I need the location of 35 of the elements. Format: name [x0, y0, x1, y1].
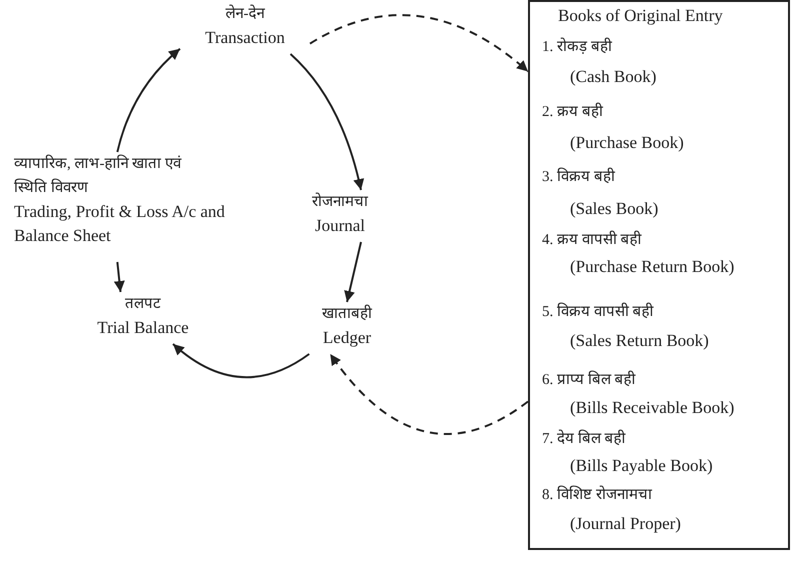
- list-item: (Sales Return Book): [570, 330, 709, 352]
- list-item: 5. विक्रय वापसी बही: [542, 302, 654, 322]
- list-item: (Sales Book): [570, 198, 658, 220]
- list-item: (Cash Book): [570, 66, 656, 88]
- step-label: लेन-देन: [224, 4, 266, 24]
- arrow: [172, 343, 310, 378]
- step-label: खाताबही: [321, 304, 374, 324]
- list-item: 4. क्रय वापसी बही: [542, 230, 642, 250]
- list-item: (Purchase Return Book): [570, 256, 734, 278]
- arrow: [290, 53, 364, 190]
- arrow: [344, 242, 362, 302]
- step-label: Journal: [314, 215, 366, 237]
- list-item: 8. विशिष्ट रोजनामचा: [542, 484, 652, 505]
- list-item: 6. प्राप्य बिल बही: [542, 370, 636, 390]
- dashed-arrow: [310, 14, 529, 72]
- list-item: (Bills Payable Book): [570, 455, 713, 477]
- dashed-arrow: [329, 353, 529, 435]
- step-label: Trial Balance: [96, 317, 190, 339]
- box-heading: Books of Original Entry: [558, 5, 723, 27]
- list-item: 3. विक्रय बही: [542, 166, 615, 187]
- list-item: 1. रोकड़ बही: [542, 36, 612, 57]
- arrow: [114, 262, 125, 292]
- step-label: Trading, Profit & Loss A/c and Balance Sheet: [14, 201, 226, 247]
- list-item: 2. क्रय बही: [542, 102, 603, 122]
- step-label: व्यापारिक, लाभ-हानि खाता एवं स्थिति विवरण: [14, 154, 182, 198]
- list-item: 7. देय बिल बही: [542, 428, 626, 449]
- arrow: [116, 48, 181, 152]
- list-item: (Journal Proper): [570, 513, 681, 535]
- step-label: रोजनामचा: [311, 192, 370, 212]
- list-item: (Purchase Book): [570, 132, 684, 154]
- step-label: Transaction: [204, 27, 286, 49]
- list-box: [528, 0, 790, 550]
- list-item: (Bills Receivable Book): [570, 397, 734, 419]
- step-label: Ledger: [322, 327, 372, 349]
- step-label: तलपट: [124, 295, 162, 314]
